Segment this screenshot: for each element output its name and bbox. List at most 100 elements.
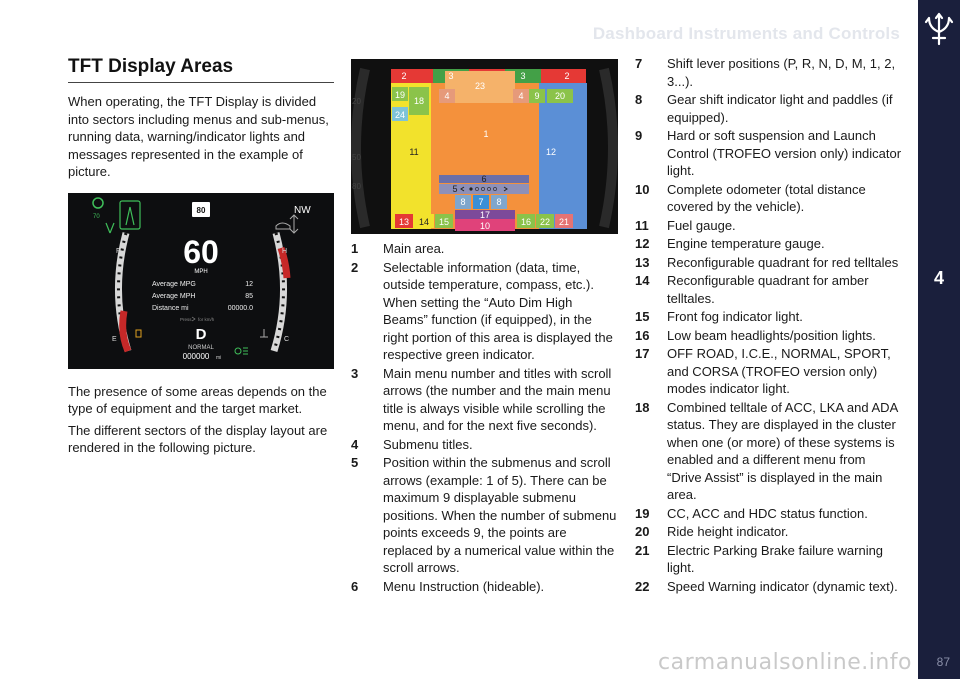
fuel-low-zone	[119, 309, 132, 352]
submenu-scroll-arrows	[460, 186, 508, 192]
speed-limit-value: 80	[197, 206, 206, 215]
legend-number: 20	[635, 524, 650, 539]
chapter-side-band: 4	[918, 0, 960, 679]
zone-18	[409, 87, 429, 115]
tft-layout-diagram: 20 50 80	[351, 59, 618, 234]
press-target: for km/h	[198, 317, 215, 322]
trip-row-value: 00000.0	[228, 305, 253, 312]
legend-number: 13	[635, 254, 650, 270]
zone-label: 12	[546, 147, 556, 157]
trident-icon	[918, 12, 960, 51]
zone-8-right	[491, 195, 507, 209]
legend-text: Engine temperature gauge.	[667, 236, 825, 251]
zone-17	[455, 210, 515, 219]
legend-item: 3 Main menu number and titles with scroll…	[351, 365, 618, 435]
zone-label: 21	[559, 217, 569, 227]
zone-label: 9	[534, 91, 539, 101]
legend-text: Low beam headlights/position lights.	[667, 327, 876, 343]
zone-6	[439, 175, 529, 183]
column-middle: 20 50 80	[351, 59, 618, 596]
zone-14	[414, 214, 434, 228]
legend-text: OFF ROAD, I.C.E., NORMAL, SPORT, and COR…	[667, 346, 891, 396]
zone-label: 10	[480, 221, 490, 231]
legend-text: Reconfigurable quadrant for amber tellta…	[667, 273, 869, 306]
zone-label: 1	[483, 129, 488, 139]
zone-10	[455, 219, 515, 231]
zone-4-right	[513, 89, 529, 103]
legend-text: Selectable information (data, time, outs…	[383, 259, 613, 363]
zone-22	[536, 214, 554, 228]
zone-label: 2	[564, 71, 569, 81]
fuel-empty-label: E	[112, 336, 117, 343]
temp-cold-label: C	[284, 336, 289, 343]
speed-limit-sign	[192, 201, 210, 217]
trip-row-value: 85	[245, 293, 253, 300]
zone-label: 8	[496, 197, 501, 207]
legend-number: 22	[635, 578, 650, 594]
legend-text: Position within the submenus and scroll …	[383, 455, 617, 575]
position-lights-icon	[234, 347, 242, 354]
zone-13	[395, 214, 413, 228]
zone-19	[392, 87, 408, 101]
zone-15	[435, 214, 453, 228]
legend-number: 7	[635, 56, 643, 71]
zone-label: 2	[401, 71, 406, 81]
legend-number: 3	[351, 365, 359, 381]
legend-text: Combined telltale of ACC, LKA and ADA st…	[667, 399, 898, 503]
speed-readout: 60	[183, 234, 219, 270]
legend-number: 9	[635, 128, 643, 143]
zone-label: 3	[448, 71, 453, 81]
legend-number: 14	[635, 273, 650, 288]
zone-21	[555, 214, 573, 228]
zone-5	[439, 184, 529, 194]
zone-7	[473, 195, 489, 209]
legend-number: 6	[351, 578, 359, 594]
coolant-icon	[260, 328, 268, 337]
fuel-full-label: F	[116, 248, 120, 255]
zone-label: 15	[439, 217, 449, 227]
odometer-unit: mi	[216, 355, 221, 361]
legend-text: Main menu number and titles with scroll …	[383, 365, 612, 434]
speed-unit: MPH	[194, 269, 207, 275]
page-header-title: Dashboard Instruments and Controls	[592, 24, 900, 43]
zone-23	[445, 71, 515, 103]
zone-12-temp	[539, 83, 587, 229]
fuel-pump-icon	[135, 329, 142, 337]
zone-9	[529, 89, 545, 103]
legend-text: Submenu titles.	[383, 436, 473, 452]
speed-tick: 80	[352, 182, 361, 191]
drive-mode: NORMAL	[188, 345, 214, 351]
intro-paragraph: When operating, the TFT Display is divid…	[68, 94, 329, 179]
legend-number: 15	[635, 309, 650, 324]
section-title: TFT Display Areas	[68, 56, 334, 83]
legend-number: 19	[635, 505, 650, 521]
tft-display-photo: F E H C 70 80 NW 60 MPH Average MPG 12 A…	[68, 192, 334, 369]
trip-row-label: Average MPH	[152, 293, 195, 300]
zone-label: 6	[481, 174, 486, 184]
press-arrow-icon	[191, 316, 196, 321]
legend-item: 6 Menu Instruction (hideable).	[351, 578, 618, 596]
zone-label: 4	[518, 91, 523, 101]
zone-label: 20	[555, 91, 565, 101]
page-number: 87	[936, 655, 950, 669]
legend-text: Menu Instruction (hideable).	[383, 578, 545, 594]
legend-text: Hard or soft suspension and Launch Contr…	[667, 128, 902, 178]
lane-assist-icon	[119, 199, 141, 230]
ride-height-icon	[275, 222, 291, 229]
paragraph-sectors: The different sectors of the display lay…	[68, 422, 328, 456]
legend-text: Reconfigurable quadrant for red telltale…	[667, 254, 899, 270]
zone-20	[547, 89, 573, 103]
legend-text: Complete odometer (total distance covere…	[667, 181, 866, 215]
